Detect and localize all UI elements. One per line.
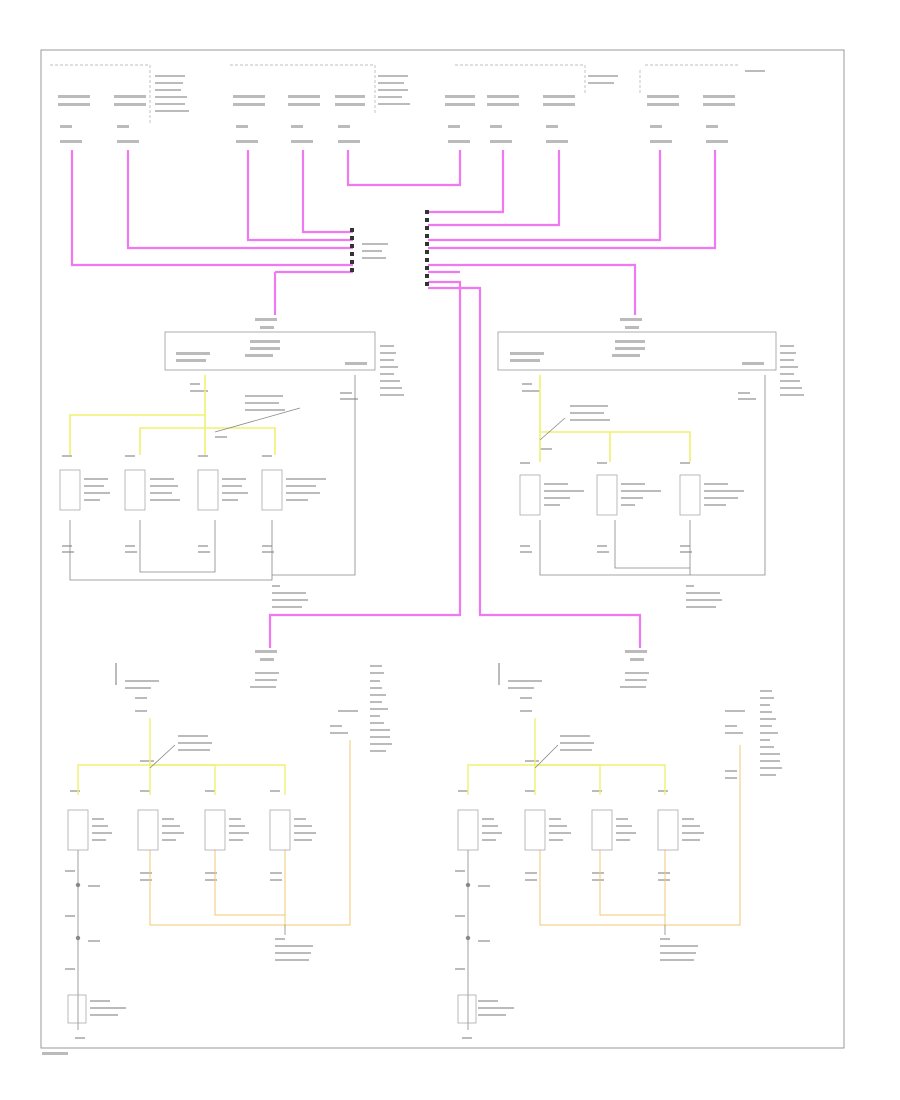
footer-code-mark <box>42 1052 68 1055</box>
module-lower-left <box>65 650 392 1039</box>
power-wiring <box>70 150 717 648</box>
splice-connectors <box>350 210 429 286</box>
module-upper-right <box>497 318 804 608</box>
module-lower-right <box>455 650 782 1039</box>
top-connector-labels <box>58 70 765 112</box>
diagram-frame <box>40 49 845 1049</box>
top-pin-stubs <box>60 125 728 143</box>
junction-label <box>362 243 388 259</box>
top-module-outlines <box>50 64 740 125</box>
module-upper-left <box>59 318 404 608</box>
